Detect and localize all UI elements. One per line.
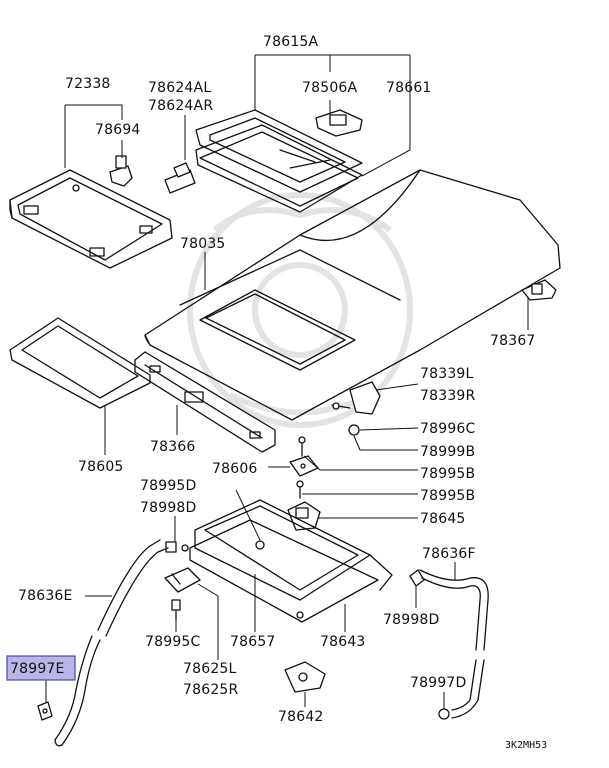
callout-78661[interactable]: 78661	[386, 80, 432, 96]
roof-78035-drawing[interactable]	[144, 169, 561, 421]
callout-78997D[interactable]: 78997D	[410, 675, 467, 691]
panel-72338-drawing[interactable]	[9, 169, 173, 269]
callout-78625L[interactable]: 78625L	[183, 661, 237, 677]
callout-78998D-1[interactable]: 78998D	[140, 500, 197, 516]
clip-78998D-left-drawing[interactable]	[165, 541, 189, 553]
callout-78606[interactable]: 78606	[212, 461, 258, 477]
callout-78339L[interactable]: 78339L	[420, 366, 474, 382]
grommet-78997E-drawing[interactable]	[37, 701, 53, 721]
glass-78615A-drawing[interactable]	[195, 109, 363, 213]
striker-78642-drawing[interactable]	[284, 661, 326, 693]
callouts: 78615A 72338 78624AL 78624AR 78506A 7866…	[6, 34, 547, 751]
bracket-78624-drawing[interactable]	[164, 162, 196, 194]
diagram-code: 3K2MH53	[505, 740, 547, 751]
callout-78995C[interactable]: 78995C	[145, 634, 201, 650]
callout-78643[interactable]: 78643	[320, 634, 366, 650]
callout-78995D[interactable]: 78995D	[140, 478, 197, 494]
frame-78657-drawing[interactable]	[189, 499, 393, 623]
callout-78339R[interactable]: 78339R	[420, 388, 476, 404]
callout-78506A[interactable]: 78506A	[302, 80, 358, 96]
hose-78636F-drawing[interactable]	[409, 569, 489, 719]
callout-78366[interactable]: 78366	[150, 439, 196, 455]
header-78366-drawing[interactable]	[134, 351, 276, 453]
callout-78657[interactable]: 78657	[230, 634, 276, 650]
plate-78606-drawing[interactable]	[289, 455, 319, 477]
callout-78624AL[interactable]: 78624AL	[148, 80, 211, 96]
callout-78625R[interactable]: 78625R	[183, 682, 239, 698]
grommet-78997D-drawing[interactable]	[438, 708, 450, 720]
callout-78694[interactable]: 78694	[95, 122, 141, 138]
screw-78995B-drawing[interactable]	[296, 436, 306, 499]
latch-78645-drawing[interactable]	[287, 501, 321, 531]
callout-72338[interactable]: 72338	[65, 76, 111, 92]
callout-78035[interactable]: 78035	[180, 236, 226, 252]
callout-78996C[interactable]: 78996C	[420, 421, 476, 437]
screw-78995C-drawing[interactable]	[171, 599, 181, 621]
callout-78636E[interactable]: 78636E	[18, 588, 73, 604]
callout-78999B[interactable]: 78999B	[420, 444, 475, 460]
hinge-78367-drawing[interactable]	[521, 279, 557, 301]
weatherstrip-78605-drawing[interactable]	[9, 317, 151, 409]
hinge-78625-drawing[interactable]	[164, 567, 201, 593]
callout-78998D-2[interactable]: 78998D	[383, 612, 440, 628]
callout-78605[interactable]: 78605	[78, 459, 124, 475]
callout-78367[interactable]: 78367	[490, 333, 536, 349]
callout-78995B-2[interactable]: 78995B	[420, 488, 475, 504]
callout-78645[interactable]: 78645	[420, 511, 466, 527]
callout-78642[interactable]: 78642	[278, 709, 324, 725]
callout-78636F[interactable]: 78636F	[422, 546, 476, 562]
callout-78624AR[interactable]: 78624AR	[148, 98, 213, 114]
hose-78636E-drawing[interactable]	[54, 539, 169, 747]
hinge-78339-drawing[interactable]	[331, 381, 381, 415]
callout-78997E-highlight	[6, 655, 76, 681]
nut-78996C-drawing[interactable]	[348, 424, 360, 436]
callout-78997E[interactable]: 78997E	[10, 661, 65, 677]
clip-78694-drawing[interactable]	[109, 155, 133, 187]
latch-78506A-drawing[interactable]	[315, 109, 363, 137]
callout-78995B-1[interactable]: 78995B	[420, 466, 475, 482]
callout-78615A[interactable]: 78615A	[263, 34, 319, 50]
leader-lines	[45, 54, 529, 709]
